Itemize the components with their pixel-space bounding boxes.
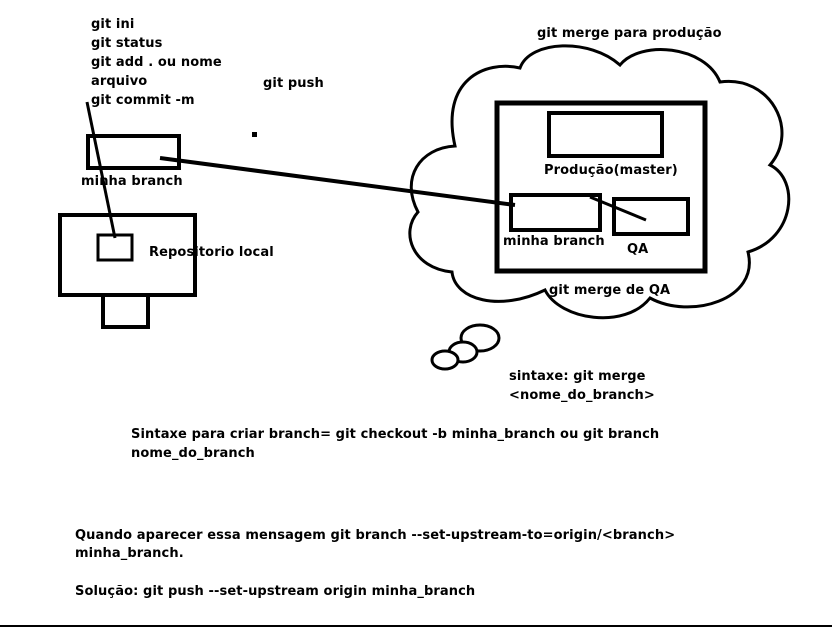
stray-dot [252,132,257,137]
production-label: Produção(master) [544,163,678,178]
merge-syntax-line2: <nome_do_branch> [509,388,655,403]
merge-production-label: git merge para produção [537,26,722,41]
command-3: git add . ou nome [91,55,222,70]
upstream-message-line1: Quando aparecer essa mensagem git branch… [75,528,676,543]
create-branch-syntax-line1: Sintaxe para criar branch= git checkout … [131,427,660,442]
create-branch-syntax-line2: nome_do_branch [131,446,255,461]
commit-to-repo-line [85,101,117,239]
remote-server-box [494,100,708,274]
remote-cloud [408,44,791,320]
command-5: git commit -m [91,93,195,108]
branch-to-qa-line [589,195,647,222]
local-branch-label: minha branch [81,174,183,189]
qa-box [612,197,690,236]
qa-label: QA [627,242,649,257]
cloud-outline [408,44,791,320]
merge-syntax-line1: sintaxe: git merge [509,369,646,384]
command-1: git ini [91,17,135,32]
merge-qa-label: git merge de QA [549,283,671,298]
remote-branch-box [509,193,602,232]
remote-branch-label: minha branch [503,234,605,249]
computer-stand [101,293,150,329]
upstream-message-line2: minha_branch. [75,546,184,561]
local-branch-box [86,134,181,170]
push-line [159,156,516,207]
production-box [547,111,664,158]
command-4: arquivo [91,74,148,89]
local-repo-label: Repositorio local [149,245,274,260]
solution-text: Solução: git push --set-upstream origin … [75,584,476,599]
command-2: git status [91,36,163,51]
thought-bubble-small [430,349,460,371]
local-repo-box [96,233,134,262]
git-push-label: git push [263,76,324,91]
